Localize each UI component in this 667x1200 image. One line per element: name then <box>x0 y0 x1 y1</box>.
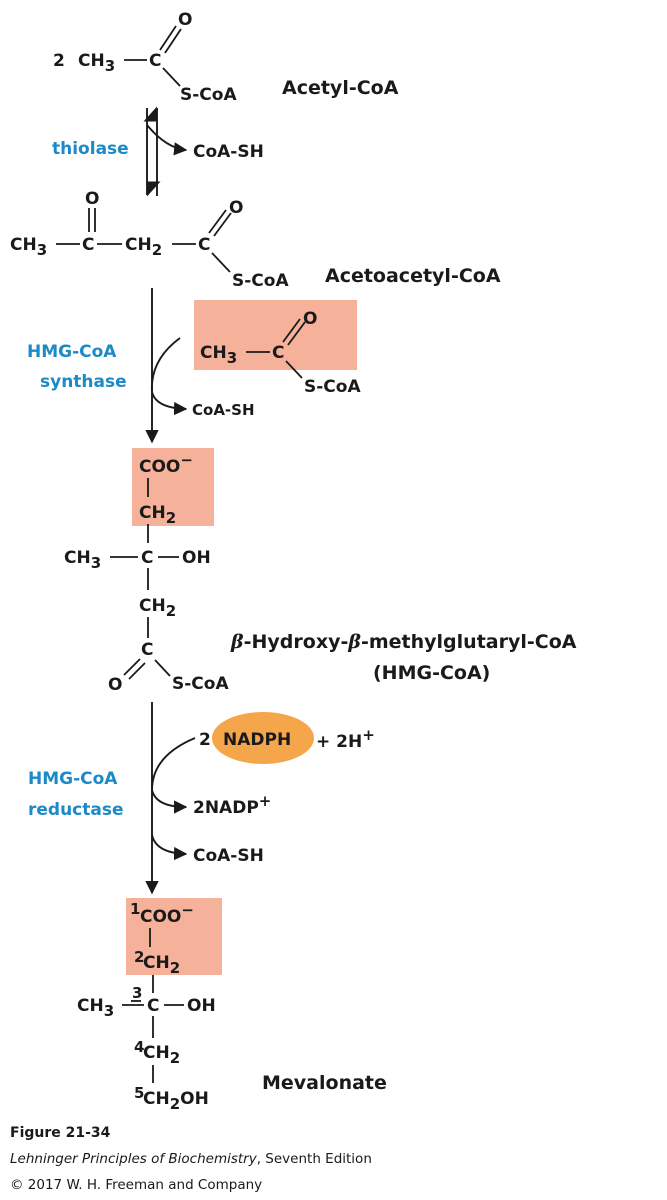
hmg-reductase-step: HMG-CoA reductase 2 NADPH + 2H+ 2NADP+ C… <box>28 702 375 895</box>
hmg-coa-abbreviation: (HMG-CoA) <box>373 662 490 684</box>
acetyl-coa-methyl: CH3 <box>78 51 115 75</box>
synthase-coa-sh-product: CoA-SH <box>192 401 255 419</box>
acetyl-coa-thioester: S-CoA <box>180 85 237 105</box>
carbon-number-3: 3 <box>132 984 142 1002</box>
bond-thioester <box>211 252 231 273</box>
nadph-label: NADPH <box>223 730 291 750</box>
mevalonate-ch2-c4: CH2 <box>143 1043 180 1067</box>
nadph-entry-curve <box>151 737 196 791</box>
bond-double-o-1 <box>123 658 141 676</box>
carbon-number-2: 2 <box>134 948 144 966</box>
hmg-reductase-label-line2: reductase <box>28 800 124 820</box>
acetoacetyl-ch2: CH2 <box>125 235 162 259</box>
added-acetyl-methyl: CH3 <box>200 343 237 367</box>
hmg-thioester: S-CoA <box>172 674 229 694</box>
hmg-synthase-label-line2: synthase <box>40 372 127 392</box>
bond-thioester <box>285 360 303 379</box>
hmg-carboxylate: COO− <box>139 451 193 477</box>
mevalonate-structure: 1 COO− 2 CH2 CH3 3 C OH 4 CH2 5 CH2OH Me… <box>77 898 387 1113</box>
hmg-carbonyl-oxygen: O <box>108 675 122 695</box>
acetoacetyl-carbonyl-oxygen: O <box>229 198 243 218</box>
added-acetyl-carbon: C <box>272 343 284 363</box>
acetoacetyl-coa-structure: CH3 C O CH2 C O S-CoA Acetoacetyl-CoA <box>10 189 501 291</box>
hmg-ch2-bottom: CH2 <box>139 596 176 620</box>
hmg-coa-highlight-box <box>132 448 214 526</box>
nadph-coefficient: 2 <box>199 730 211 750</box>
mevalonate-name: Mevalonate <box>262 1072 387 1094</box>
bond-double-o-1 <box>282 318 301 343</box>
acetoacetyl-coa-name: Acetoacetyl-CoA <box>325 265 501 287</box>
nadp-product: 2NADP+ <box>193 792 271 818</box>
hmg-reductase-label-line1: HMG-CoA <box>28 769 118 789</box>
hmg-thioester-carbon: C <box>141 640 153 660</box>
acetyl-coa-entry-curve <box>151 337 181 393</box>
acetyl-coa-carbon: C <box>149 51 161 71</box>
mevalonate-methyl: CH3 <box>77 996 114 1020</box>
bond-double-o-2 <box>287 321 306 346</box>
carbon-number-4: 4 <box>134 1038 144 1056</box>
thiolase-coa-sh-product: CoA-SH <box>193 142 264 162</box>
mevalonate-hydroxyl: OH <box>187 996 216 1016</box>
added-acetyl-thioester: S-CoA <box>304 377 361 397</box>
carbon-number-1: 1 <box>130 900 140 918</box>
coa-release-arrow <box>151 834 188 861</box>
mevalonate-center-carbon: C <box>147 996 159 1016</box>
hmg-synthase-label-line1: HMG-CoA <box>27 342 117 362</box>
acetoacetyl-thioester-carbon: C <box>198 235 210 255</box>
acetyl-coa-coefficient: 2 <box>53 51 65 71</box>
acetoacetyl-keto-oxygen: O <box>85 189 99 209</box>
acetyl-coa-name: Acetyl-CoA <box>282 77 399 99</box>
proton-reactant: + 2H+ <box>316 726 375 752</box>
coa-release-arrow <box>146 124 188 156</box>
hmg-hydroxyl: OH <box>182 548 211 568</box>
bond-double-o-1 <box>208 209 227 234</box>
bond-thioester <box>162 67 181 87</box>
book-credit: Lehninger Principles of Biochemistry, Se… <box>10 1151 372 1167</box>
acetyl-coa-oxygen: O <box>178 10 192 30</box>
hmg-ch2-top: CH2 <box>139 503 176 527</box>
carbon-number-5: 5 <box>134 1084 144 1102</box>
hmg-coa-structure: COO− CH2 CH3 C OH CH2 C O S-CoA β-Hydrox… <box>64 448 577 695</box>
nadph-ellipse <box>212 712 314 764</box>
acetyl-coa-structure: 2 CH3 C O S-CoA Acetyl-CoA <box>53 10 399 105</box>
bond-double-o-1 <box>159 25 177 51</box>
bond-double-o-2 <box>164 28 182 54</box>
acetoacetyl-keto-carbon: C <box>82 235 94 255</box>
mevalonate-ch2-c2: CH2 <box>143 953 180 977</box>
thiolase-step: thiolase CoA-SH <box>52 106 264 197</box>
coa-release-arrow <box>151 391 188 416</box>
figure-number: Figure 21-34 <box>10 1125 111 1141</box>
hmg-coa-full-name: β-Hydroxy-β-methylglutaryl-CoA <box>230 631 577 653</box>
hmg-center-carbon: C <box>141 548 153 568</box>
reductase-coa-sh-product: CoA-SH <box>193 846 264 866</box>
acetyl-coa-highlight-box <box>194 300 357 370</box>
bond-double-o-2 <box>128 662 146 680</box>
bond-double-o-2 <box>213 212 232 237</box>
bond-thioester <box>154 659 171 677</box>
acetoacetyl-methyl: CH3 <box>10 235 47 259</box>
mevalonate-highlight-box <box>126 898 222 975</box>
copyright-line: © 2017 W. H. Freeman and Company <box>10 1177 262 1193</box>
hmg-methyl: CH3 <box>64 548 101 572</box>
added-acetyl-oxygen: O <box>303 309 317 329</box>
mevalonate-ch2oh: CH2OH <box>143 1089 209 1113</box>
figure-caption: Figure 21-34 Lehninger Principles of Bio… <box>10 1125 372 1193</box>
thiolase-enzyme-label: thiolase <box>52 139 129 159</box>
nadp-release-arrow <box>151 789 188 814</box>
acetoacetyl-thioester: S-CoA <box>232 271 289 291</box>
hmg-synthase-step: HMG-CoA synthase CoA-SH CH3 C O S-CoA <box>27 288 361 444</box>
mevalonate-carboxylate: COO− <box>140 901 194 927</box>
